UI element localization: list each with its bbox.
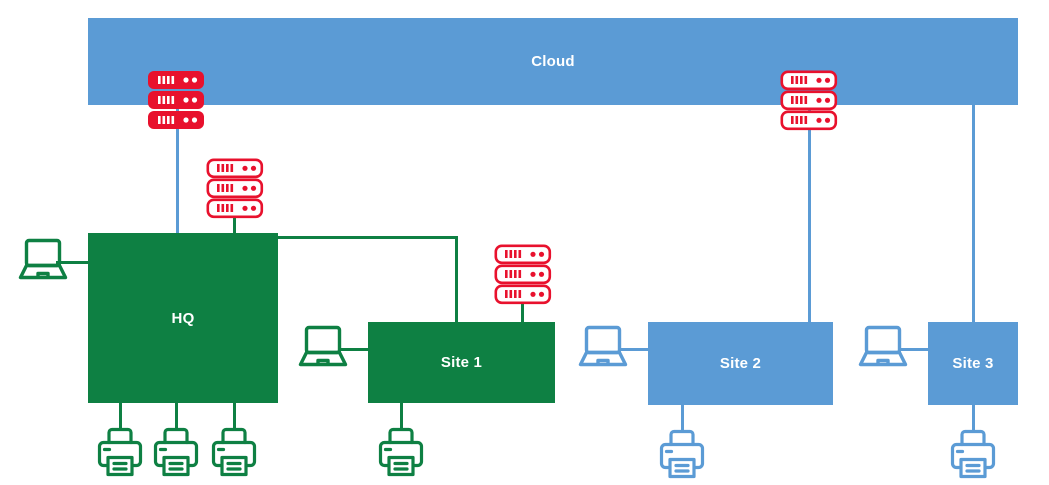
link-hq-to-printer-1 bbox=[119, 400, 122, 428]
link-site1-to-server bbox=[521, 298, 524, 324]
printer-icon[interactable] bbox=[378, 426, 424, 478]
link-hq-to-server bbox=[233, 210, 236, 238]
laptop-icon[interactable] bbox=[858, 322, 908, 372]
link-cloud-to-hq bbox=[176, 100, 179, 236]
node-cloud-label: Cloud bbox=[531, 53, 575, 70]
link-hq-to-site1-horizontal bbox=[268, 236, 458, 239]
link-cloud-to-site2 bbox=[808, 100, 811, 322]
server-stack-icon[interactable] bbox=[147, 70, 205, 132]
printer-icon[interactable] bbox=[950, 428, 996, 480]
server-stack-icon[interactable] bbox=[780, 70, 838, 132]
node-hq[interactable]: HQ bbox=[88, 233, 278, 403]
link-site1-to-laptop bbox=[338, 348, 374, 351]
link-site2-to-laptop bbox=[618, 348, 654, 351]
link-site2-to-printer bbox=[681, 402, 684, 430]
laptop-icon[interactable] bbox=[298, 322, 348, 372]
node-cloud[interactable]: Cloud bbox=[88, 18, 1018, 105]
server-stack-icon[interactable] bbox=[206, 158, 264, 220]
node-site3[interactable]: Site 3 bbox=[928, 322, 1018, 405]
link-site3-to-printer bbox=[972, 402, 975, 430]
laptop-icon[interactable] bbox=[18, 235, 68, 285]
node-site2[interactable]: Site 2 bbox=[648, 322, 833, 405]
node-hq-label: HQ bbox=[171, 309, 195, 327]
link-cloud-to-site3 bbox=[972, 100, 975, 322]
link-hq-to-site1-vertical bbox=[455, 236, 458, 324]
link-site1-to-printer bbox=[400, 400, 403, 428]
link-hq-to-printer-3 bbox=[233, 400, 236, 428]
link-site3-to-laptop bbox=[898, 348, 934, 351]
node-site3-label: Site 3 bbox=[952, 355, 994, 372]
printer-icon[interactable] bbox=[97, 426, 143, 478]
node-site1-label: Site 1 bbox=[440, 354, 483, 371]
link-hq-to-printer-2 bbox=[175, 400, 178, 428]
printer-icon[interactable] bbox=[211, 426, 257, 478]
node-site2-label: Site 2 bbox=[719, 355, 762, 372]
printer-icon[interactable] bbox=[153, 426, 199, 478]
printer-icon[interactable] bbox=[659, 428, 705, 480]
laptop-icon[interactable] bbox=[578, 322, 628, 372]
node-site1[interactable]: Site 1 bbox=[368, 322, 555, 403]
server-stack-icon[interactable] bbox=[494, 244, 552, 306]
link-hq-to-laptop bbox=[56, 261, 92, 264]
